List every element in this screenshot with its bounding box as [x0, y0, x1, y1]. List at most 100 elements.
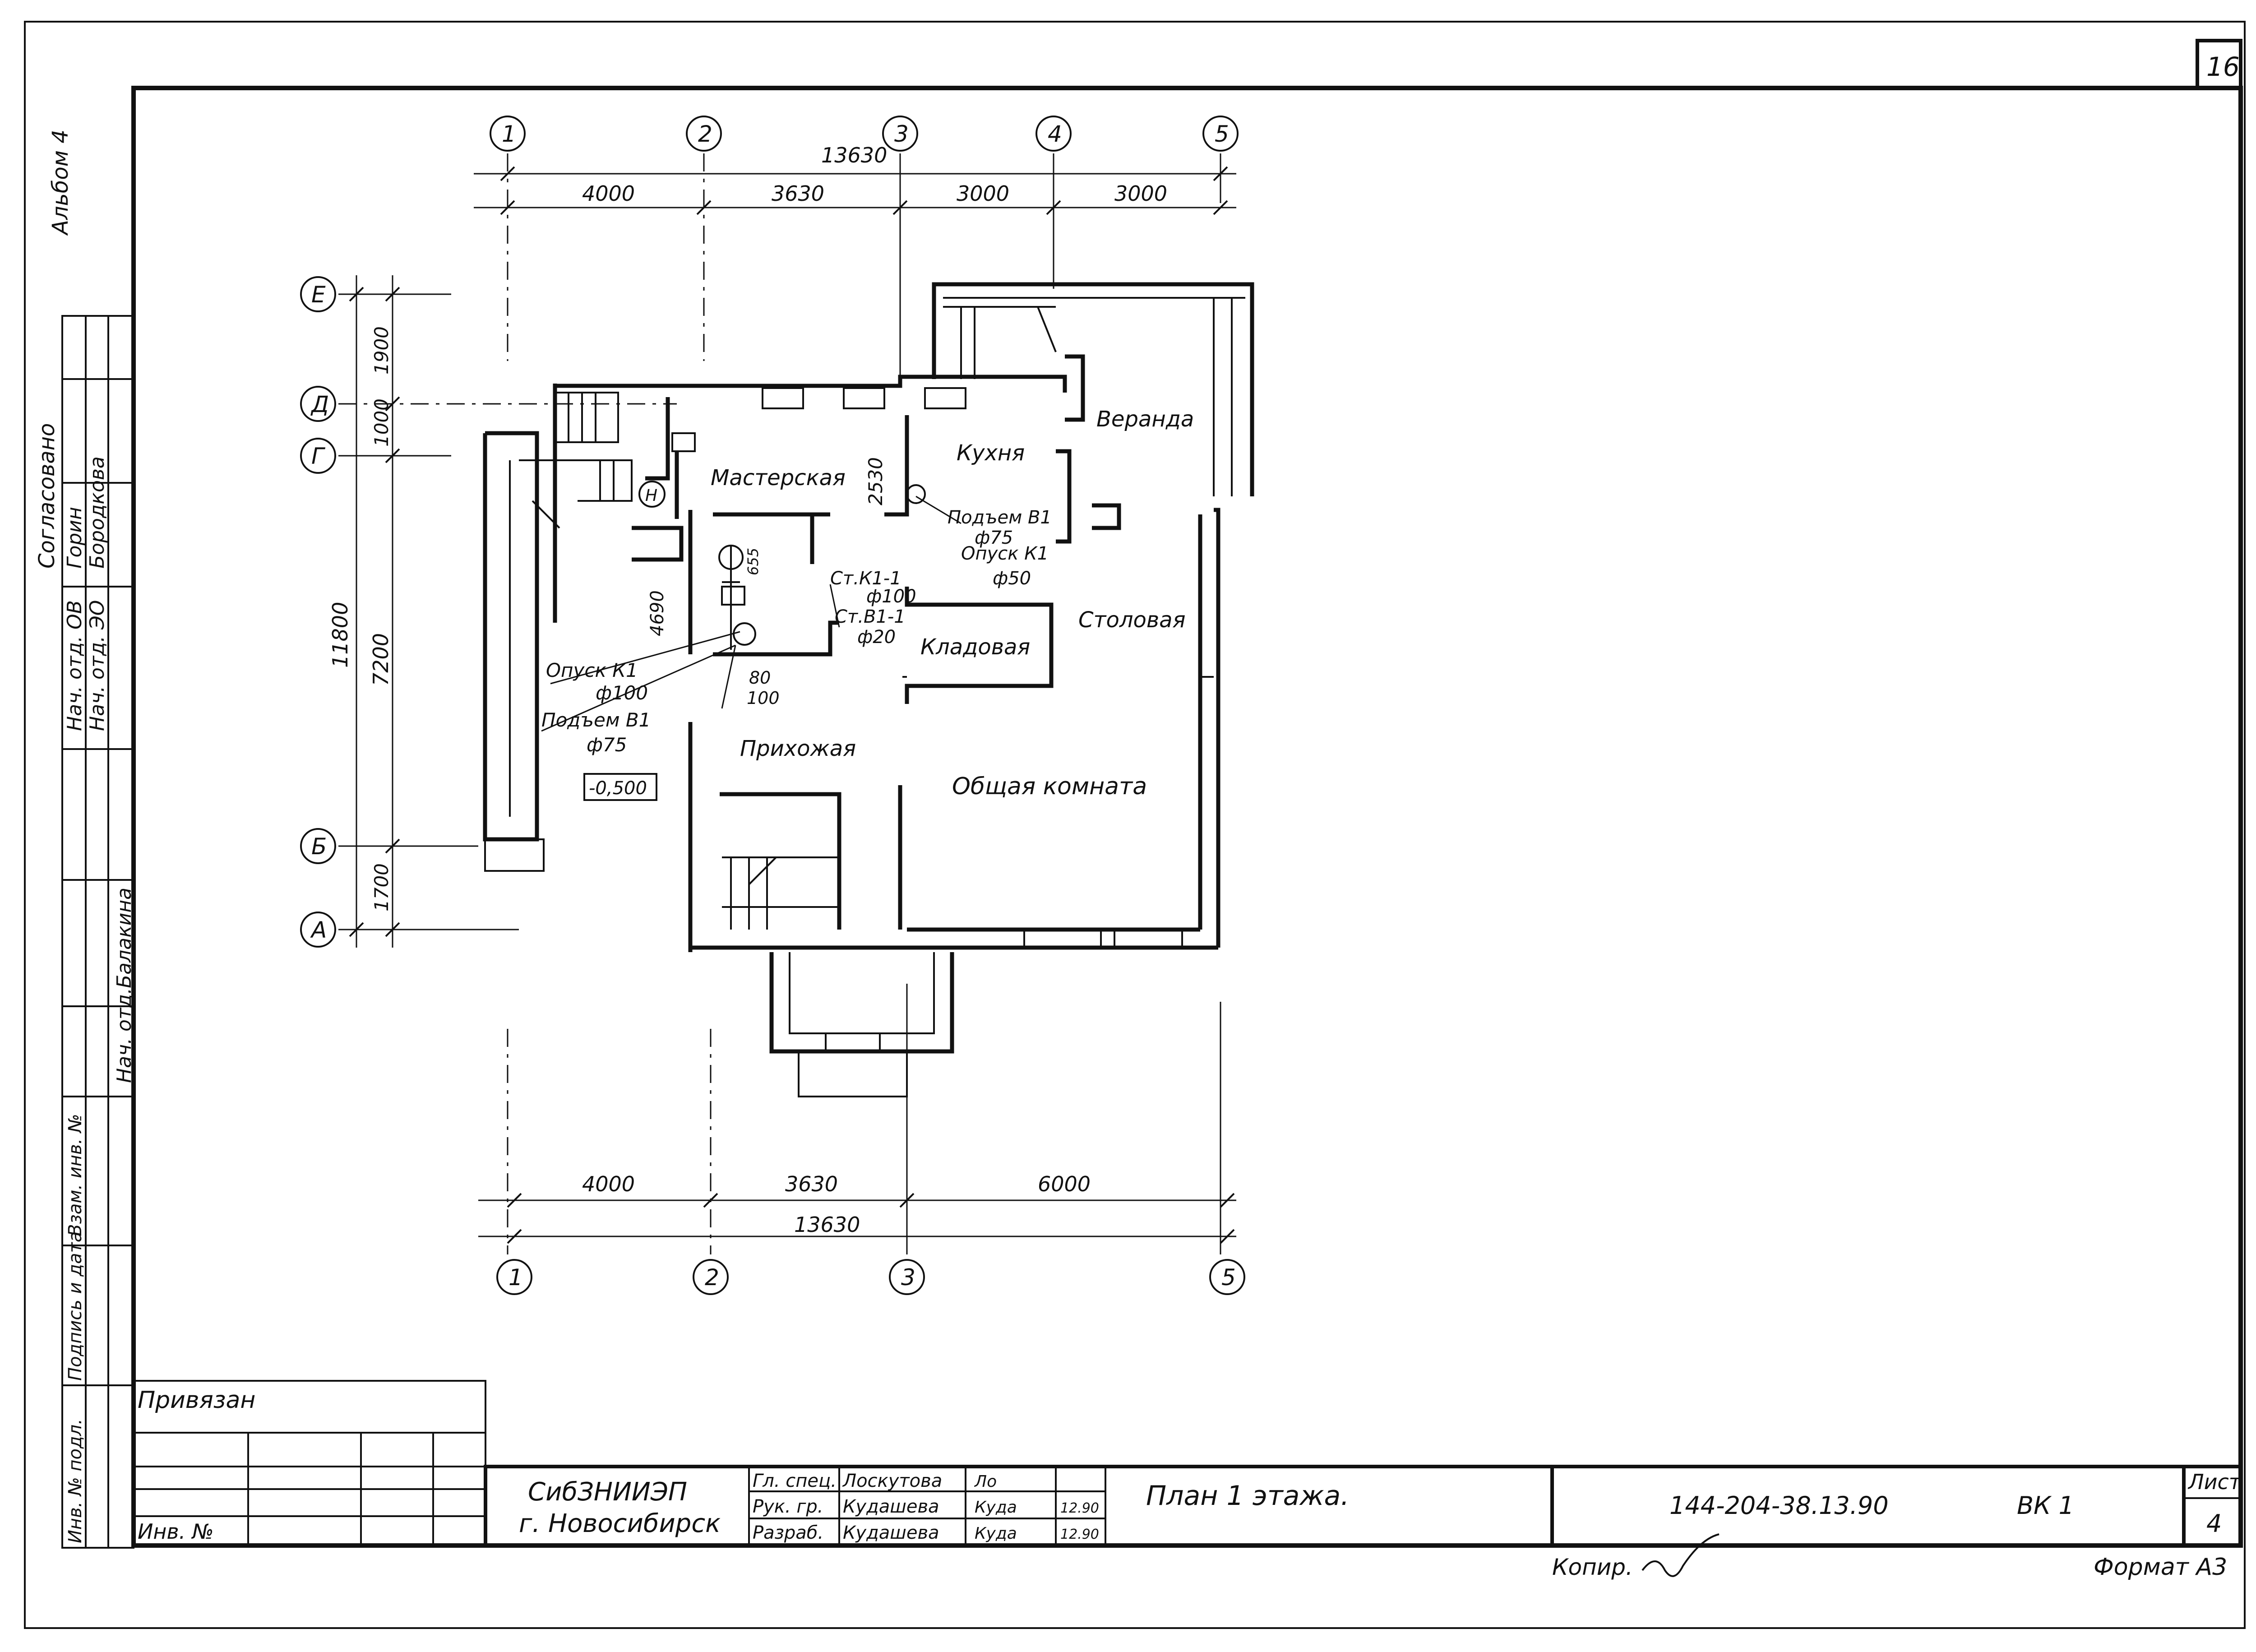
note-riser-k1: Ст.К1-1 [830, 568, 901, 589]
axis-top-2 [686, 116, 722, 152]
axis-bottom-2-label: 2 [705, 1264, 719, 1291]
room-pantry: Кладовая [920, 634, 1030, 660]
room-kitchen: Кухня [957, 440, 1025, 466]
outer-trim [24, 21, 2246, 1629]
bottom-dimension-chain [478, 1193, 1236, 1244]
dim-bottom-3: 6000 [1038, 1172, 1091, 1196]
note-kitchen-up-d: ф75 [975, 528, 1013, 548]
axis-top-5 [1202, 116, 1239, 152]
inner-dim-100: 100 [747, 688, 780, 708]
staff-role-1: Гл. спец. [753, 1471, 837, 1491]
staff-name-2: Кудашева [843, 1496, 939, 1517]
axis-top-3 [882, 116, 918, 152]
staff-date-3: 12.90 [1060, 1527, 1099, 1542]
stamp-col-sign: Подпись и дата [65, 1231, 86, 1381]
axis-top-3-label: 3 [894, 121, 909, 147]
axis-left-b-label: Б [311, 833, 327, 860]
note-kitchen-down-d: ф50 [993, 568, 1031, 589]
album-label: Альбом 4 [48, 130, 73, 236]
note-down-k1-d: ф100 [596, 682, 648, 704]
pipe-leaders [541, 495, 962, 732]
stamp-role-1: Нач. отд. ОВ [63, 600, 86, 731]
axis-top-1 [490, 116, 526, 152]
axis-left-a-label: А [310, 917, 327, 943]
inv-label: Инв. № [138, 1519, 214, 1544]
dim-top-4: 3000 [1114, 181, 1167, 206]
copy-label: Копир. [1552, 1554, 1633, 1580]
room-workshop: Мастерская [711, 465, 846, 491]
page-number-box [2196, 39, 2242, 90]
org-line-1: СибЗНИИЭП [528, 1477, 687, 1507]
staff-name-3: Кудашева [843, 1522, 939, 1543]
dim-left-3: 7200 [369, 633, 393, 686]
axis-left-d [300, 386, 336, 422]
org-line-2: г. Новосибирск [519, 1509, 721, 1538]
room-veranda: Веранда [1096, 407, 1194, 432]
room-hall: Прихожая [740, 736, 856, 761]
dim-bottom-2: 3630 [785, 1172, 838, 1196]
linked-label: Привязан [138, 1387, 255, 1414]
section-code: ВК 1 [2017, 1491, 2074, 1520]
inner-dim-2530: 2530 [864, 457, 887, 505]
axis-left-d-label: Д [310, 391, 329, 417]
axis-top-2-label: 2 [698, 121, 712, 147]
axis-bottom-1-label: 1 [509, 1264, 523, 1291]
staff-name-1: Лоскутова [842, 1471, 942, 1491]
note-riser-k1-d: ф100 [866, 586, 916, 607]
note-riser-b1: Ст.В1-1 [835, 606, 906, 627]
axis-top-4 [1036, 116, 1072, 152]
dim-bottom-total: 13630 [794, 1212, 860, 1237]
dim-top-1: 4000 [582, 181, 635, 206]
staff-sign-1: Ло [974, 1472, 997, 1491]
doc-code: 144-204-38.13.90 [1669, 1491, 1889, 1520]
dim-top-3: 3000 [957, 181, 1009, 206]
list-number: 4 [2206, 1509, 2222, 1538]
inner-dim-655: 655 [744, 548, 762, 575]
axis-left-b [300, 828, 336, 864]
stamp-role-3: Нач. отд. [113, 988, 136, 1083]
axis-left-e [300, 276, 336, 312]
left-dimension-chain [349, 275, 400, 948]
axis-bottom-5-label: 5 [1221, 1264, 1236, 1291]
dim-bottom-1: 4000 [582, 1172, 635, 1196]
floor-plan-walls [483, 282, 1254, 1097]
dim-left-total: 11800 [328, 602, 352, 668]
stamp-name-2: Бородкова [86, 456, 109, 569]
note-kitchen-up: Подъем В1 [948, 507, 1052, 528]
staff-role-3: Разраб. [753, 1522, 823, 1543]
page-number: 16 [2206, 51, 2240, 82]
stamp-col-replace: Взам. инв. № [65, 1114, 86, 1236]
marker-n: Н [645, 486, 657, 505]
level-mark-box [583, 773, 657, 801]
axis-left-g [300, 438, 336, 474]
note-down-k1: Опуск К1 [546, 659, 638, 681]
stamp-role-2: Нач. отд. ЭО [86, 600, 109, 731]
dim-left-4: 1700 [370, 863, 393, 912]
axis-bottom-3 [889, 1259, 925, 1295]
grid-axes [338, 153, 1221, 1254]
inner-dim-80: 80 [749, 668, 771, 688]
note-riser-b1-d: ф20 [857, 627, 896, 648]
side-stamp: Согласовано Нач. отд. ОВ Горин Нач. отд.… [34, 315, 136, 1549]
dim-top-2: 3630 [772, 181, 824, 206]
dim-top-total: 13630 [821, 143, 887, 167]
room-living: Общая комната [952, 773, 1147, 800]
axis-left-a [300, 912, 336, 948]
drawing-frame [131, 86, 2243, 1548]
axis-bottom-5 [1209, 1259, 1245, 1295]
inner-dim-4690: 4690 [647, 590, 668, 636]
level-mark: -0,500 [589, 778, 647, 799]
dim-left-2: 1000 [370, 398, 393, 447]
sheet-title: План 1 этажа. [1146, 1480, 1349, 1512]
agreed-label: Согласовано [34, 423, 60, 569]
axis-bottom-2 [693, 1259, 729, 1295]
stamp-col-inv: Инв. № подл. [65, 1419, 86, 1543]
staff-role-2: Рук. гр. [753, 1496, 823, 1517]
staff-sign-3: Куда [975, 1524, 1017, 1543]
axis-left-g-label: Г [311, 443, 326, 469]
note-up-b1: Подъем В1 [541, 709, 651, 731]
axis-left-e-label: Е [311, 282, 326, 308]
stamp-name-1: Горин [63, 507, 86, 569]
room-dining: Столовая [1078, 607, 1185, 633]
